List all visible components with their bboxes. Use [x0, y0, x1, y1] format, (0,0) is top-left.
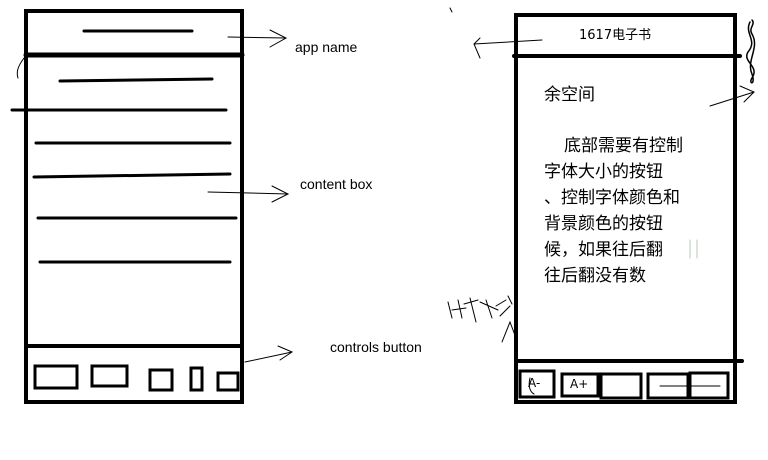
arrowhead-icon	[739, 85, 755, 103]
content-line	[58, 77, 214, 83]
content-text-line: 字体大小的按钮	[544, 162, 663, 182]
arrow-app-name	[227, 36, 287, 39]
font-increase-label: A+	[570, 377, 589, 391]
font-increase-button-sketch	[560, 372, 600, 398]
annotation-arrows	[207, 7, 755, 363]
scribble-mark	[528, 377, 535, 395]
scribble-mark	[501, 320, 517, 343]
content-text-line: 往后翻没有数	[544, 266, 646, 286]
content-text-line: 余空间	[544, 85, 595, 105]
arrow-controls-button	[244, 351, 293, 363]
stray-mark	[449, 7, 453, 13]
annotation-content-box: content box	[300, 176, 373, 192]
scribble-mark	[447, 295, 513, 323]
arrowhead-icon	[271, 185, 290, 203]
scribble-mark	[746, 19, 756, 84]
font-decrease-button-sketch	[518, 369, 556, 399]
right-phone-frame	[514, 13, 737, 404]
arrow-right-title	[473, 39, 543, 45]
content-line	[32, 172, 232, 179]
phone-app-title: 1617电子书	[579, 28, 652, 43]
right-wireframe	[447, 13, 756, 404]
control-button-sketch	[90, 364, 129, 388]
arrow-right-content	[709, 91, 755, 107]
content-text-line: 背景颜色的按钮	[544, 214, 663, 234]
annotation-controls-button: controls button	[330, 339, 422, 355]
font-decrease-label: A-	[528, 376, 541, 390]
font-color-button-sketch	[599, 372, 643, 400]
left-phone-frame	[24, 9, 244, 404]
arrowhead-icon	[269, 29, 288, 48]
control-button-sketch	[216, 371, 240, 392]
control-button-sketch	[189, 366, 204, 392]
annotation-app-name: app name	[295, 39, 358, 55]
content-text-line: 、控制字体颜色和	[544, 188, 680, 208]
control-button-sketch	[148, 368, 174, 392]
content-text-line: 底部需要有控制	[564, 136, 683, 156]
left-frame-curl	[16, 57, 25, 79]
arrowhead-icon	[473, 37, 481, 59]
control-button-sketch	[33, 364, 79, 390]
arrowhead-icon	[277, 345, 294, 361]
arrow-content-box	[207, 191, 289, 195]
content-text-line: 候，如果往后翻	[544, 240, 663, 260]
left-wireframe	[10, 9, 245, 404]
